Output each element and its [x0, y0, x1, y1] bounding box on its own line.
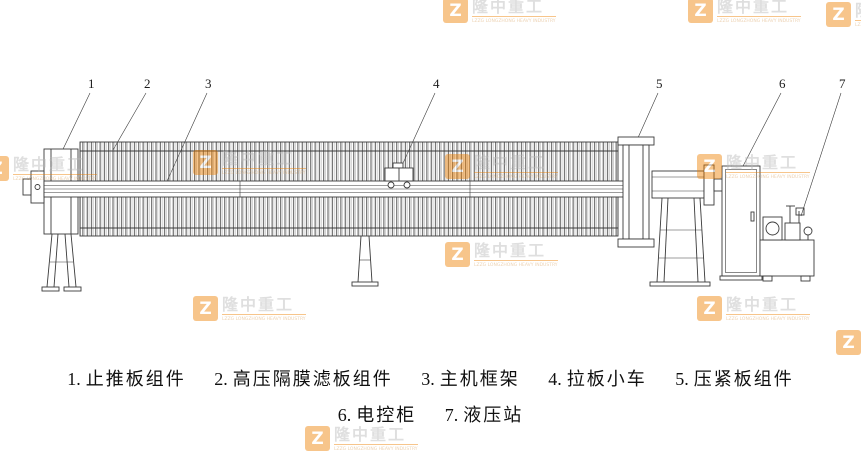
legend-item-4: 4.拉板小车 — [548, 369, 647, 389]
legend-item-3: 3.主机框架 — [421, 369, 520, 389]
hydraulic-cylinder — [651, 164, 729, 206]
electric-control-cabinet — [719, 165, 763, 281]
thrust-plate-assembly — [22, 148, 82, 292]
callout-4: 4 — [433, 76, 440, 91]
parts-legend-line2: 6.电控柜 7.液压站 — [0, 401, 861, 427]
leader-lines — [52, 92, 842, 217]
hydraulic-station — [759, 205, 815, 282]
legend-item-2: 2.高压隔膜滤板组件 — [214, 369, 393, 389]
legend-num: 4. — [548, 369, 562, 389]
legend-label: 高压隔膜滤板组件 — [232, 369, 393, 389]
legend-num: 5. — [675, 369, 689, 389]
callout-7: 7 — [839, 76, 846, 91]
legend-num: 2. — [214, 369, 228, 389]
main-frame-beam — [43, 180, 625, 198]
legend-label: 压紧板组件 — [693, 369, 794, 389]
callout-6: 6 — [779, 76, 786, 91]
callout-1: 1 — [88, 76, 95, 91]
legend-label: 主机框架 — [439, 369, 520, 389]
legend-num: 1. — [67, 369, 81, 389]
plate-shifter-trolley — [384, 162, 414, 189]
parts-legend-line1: 1.止推板组件 2.高压隔膜滤板组件 3.主机框架 4.拉板小车 5.压紧板组件 — [0, 365, 861, 391]
legend-item-1: 1.止推板组件 — [67, 369, 186, 389]
legend-num: 3. — [421, 369, 435, 389]
legend-item-7: 7.液压站 — [445, 405, 524, 425]
legend-label: 拉板小车 — [566, 369, 647, 389]
legend-item-6: 6.电控柜 — [338, 405, 417, 425]
legend-label: 液压站 — [463, 405, 524, 425]
callout-5: 5 — [656, 76, 663, 91]
pressing-plate-assembly — [617, 136, 655, 248]
legend-item-5: 5.压紧板组件 — [675, 369, 794, 389]
callout-3: 3 — [205, 76, 212, 91]
legend-num: 7. — [444, 405, 459, 425]
legend-label: 止推板组件 — [85, 369, 186, 389]
callout-2: 2 — [144, 76, 151, 91]
middle-support-leg — [351, 235, 379, 287]
legend-num: 6. — [337, 405, 352, 425]
legend-label: 电控柜 — [356, 405, 417, 425]
cylinder-support-stand — [649, 197, 711, 287]
